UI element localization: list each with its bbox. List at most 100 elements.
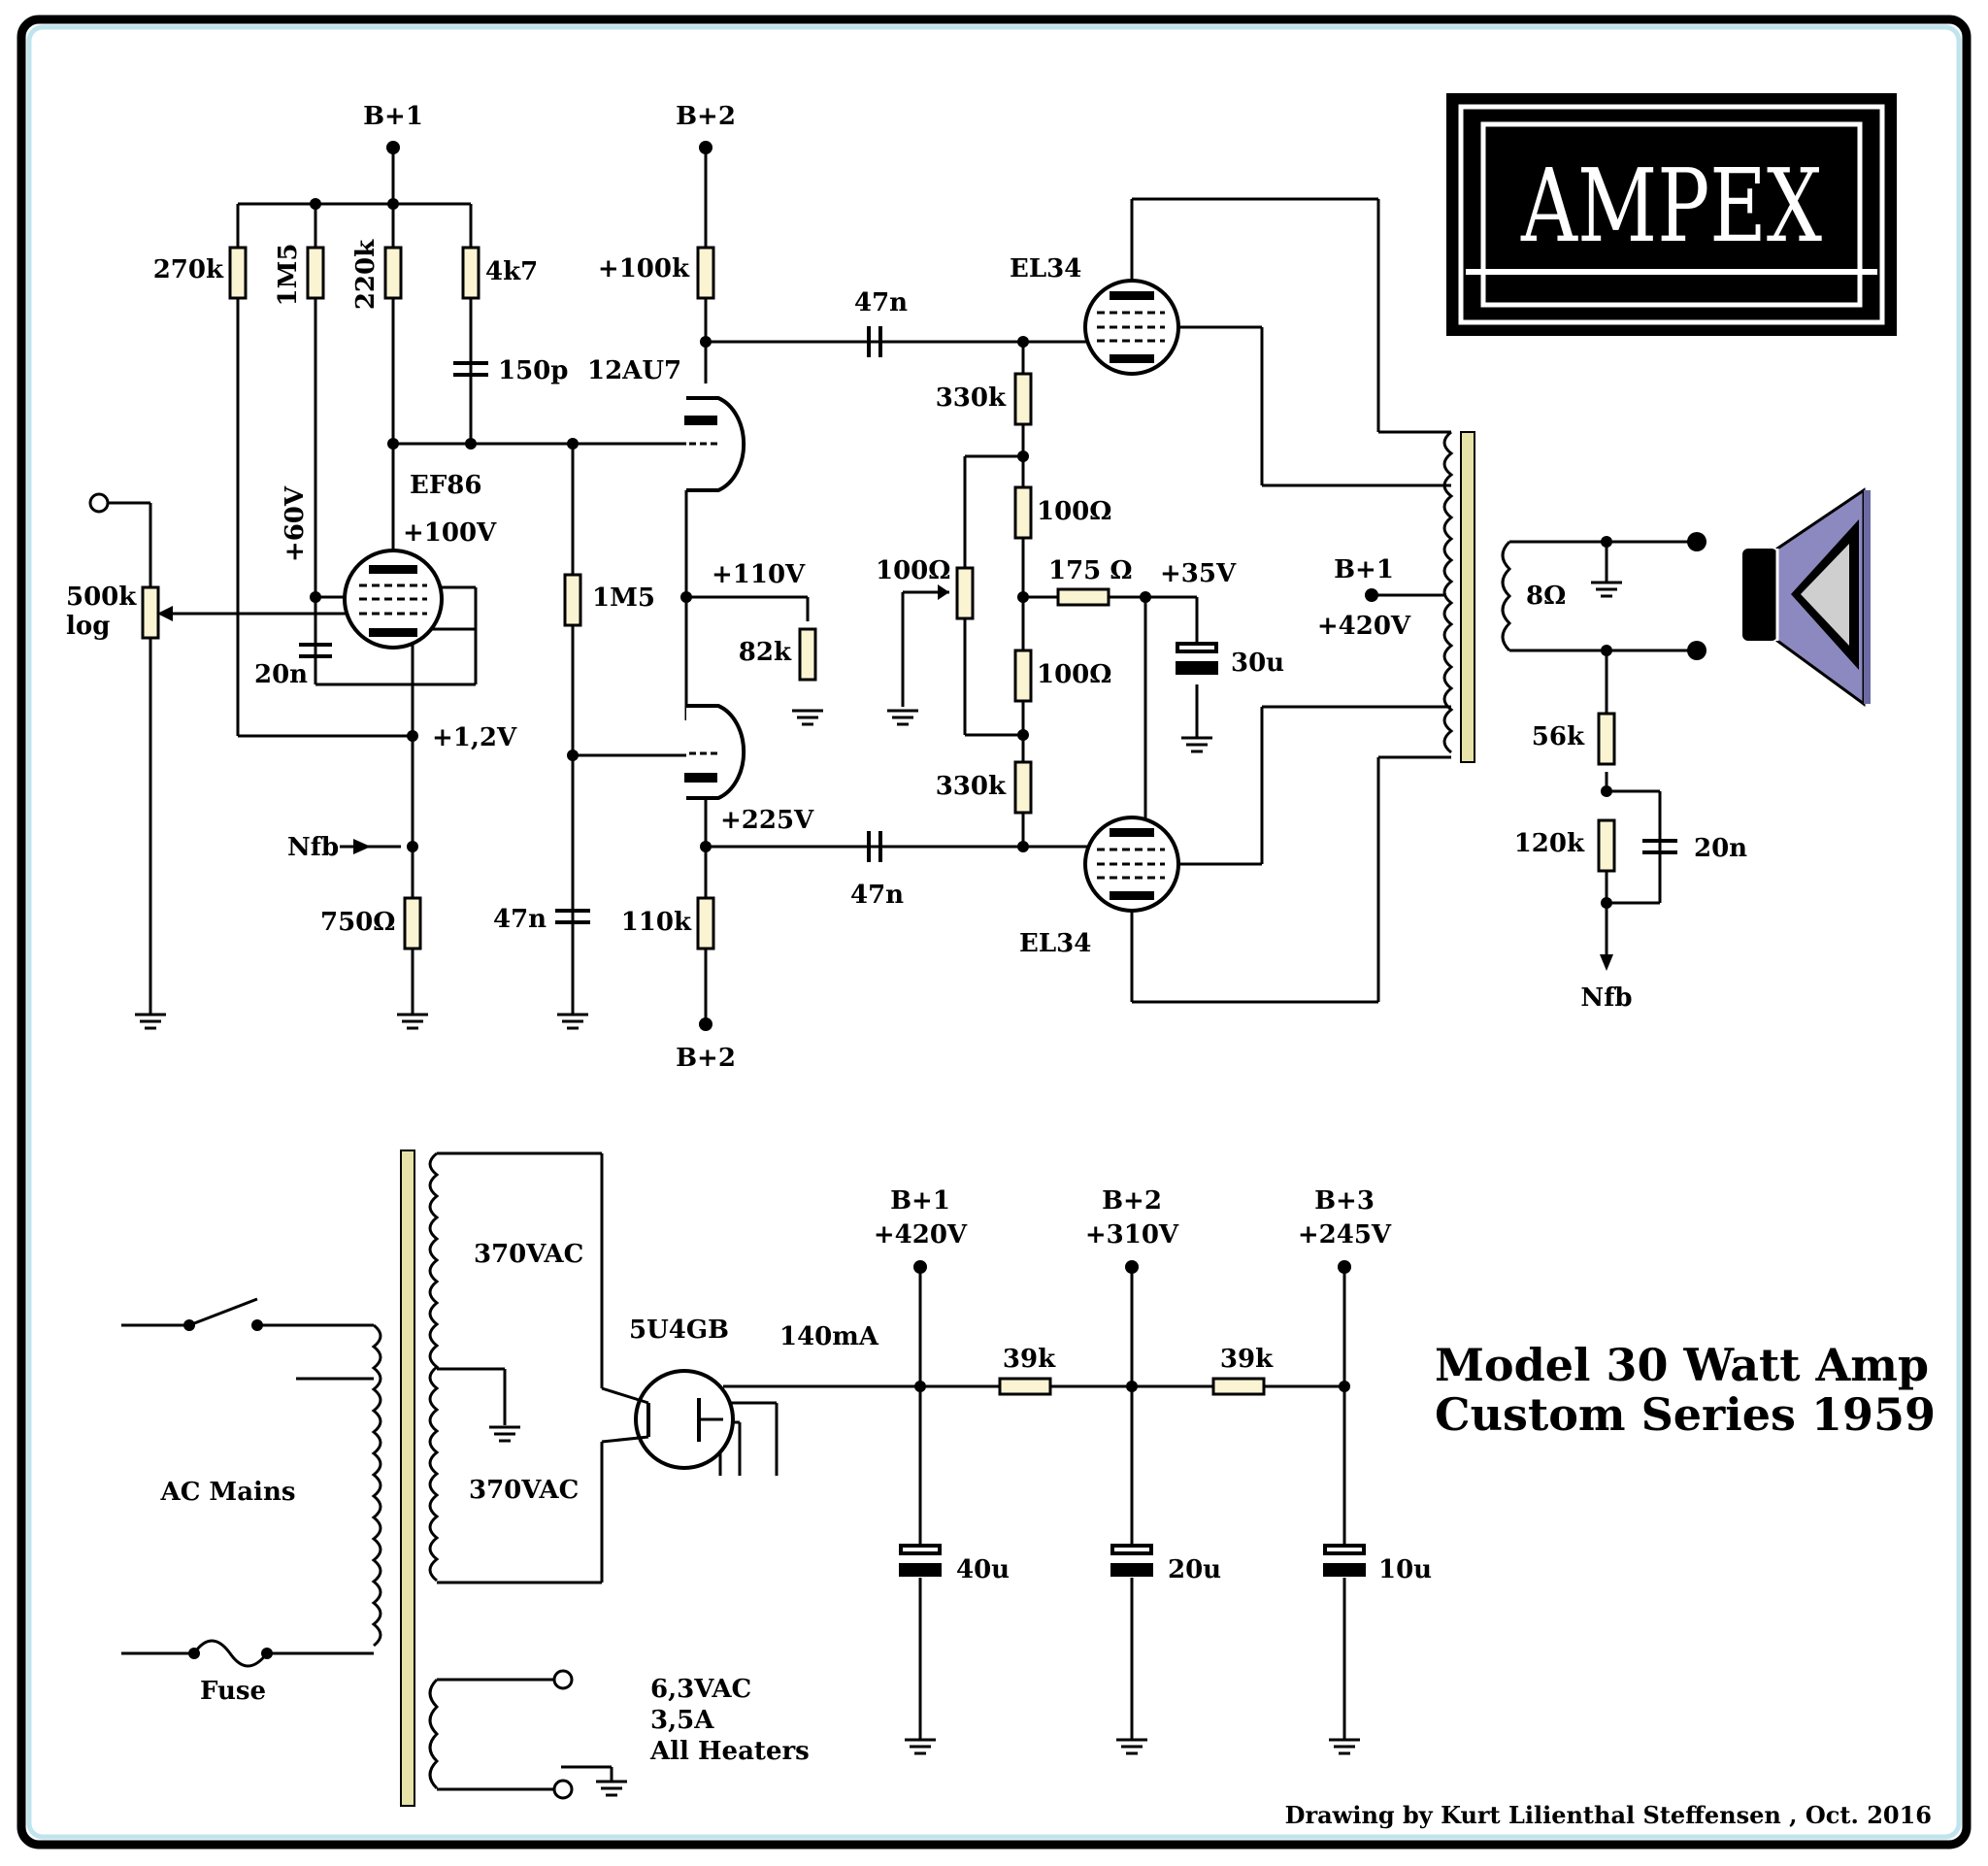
resistors <box>141 246 1616 1396</box>
label-220k: 220k <box>351 239 381 310</box>
label-370vac-a: 370VAC <box>474 1240 583 1269</box>
label-heaters-2: 3,5A <box>650 1706 714 1735</box>
label-ps-310v: +310V <box>1085 1220 1179 1250</box>
label-bp2-bottom: B+2 <box>676 1044 736 1073</box>
resistor-120k <box>1597 818 1616 873</box>
resistor-270k <box>228 246 248 300</box>
label-120k: 120k <box>1514 829 1585 858</box>
label-ps-bp3: B+3 <box>1314 1186 1375 1216</box>
label-log: log <box>66 612 110 641</box>
resistor-220k <box>383 246 403 300</box>
label-100k: +100k <box>598 254 690 283</box>
label-ef86: EF86 <box>410 471 481 500</box>
label-bp1-top: B+1 <box>363 102 423 131</box>
label-1v2: +1,2V <box>432 723 517 752</box>
junction-dots <box>183 141 1706 1659</box>
label-el34-bottom: EL34 <box>1019 929 1091 958</box>
label-10u: 10u <box>1378 1555 1432 1584</box>
label-500k: 500k <box>66 583 137 612</box>
title-block: Model 30 Watt Amp Custom Series 1959 Dra… <box>1285 1339 1936 1829</box>
label-39k-a: 39k <box>1003 1345 1056 1374</box>
label-750: 750Ω <box>320 908 395 937</box>
pot-wipers <box>157 584 1613 971</box>
resistor-330k-b <box>1013 760 1033 815</box>
label-1m5-b: 1M5 <box>592 583 655 613</box>
label-370vac-b: 370VAC <box>469 1476 579 1505</box>
label-140ma: 140mA <box>779 1322 879 1351</box>
resistor-175 <box>1056 587 1110 607</box>
label-20n-b: 20n <box>1694 834 1747 863</box>
label-fuse: Fuse <box>200 1677 266 1706</box>
resistor-330k-a <box>1013 372 1033 426</box>
resistor-100k <box>696 246 715 300</box>
capacitors <box>299 326 1677 1577</box>
resistor-39k-b <box>1211 1377 1266 1396</box>
label-30u: 30u <box>1231 649 1284 678</box>
resistor-82k <box>798 627 817 682</box>
label-330k-b: 330k <box>936 772 1007 801</box>
ground-symbols <box>135 581 1622 1797</box>
resistor-4k7 <box>461 246 480 300</box>
resistor-100-b <box>1013 649 1033 703</box>
resistor-100-a <box>1013 485 1033 540</box>
label-5u4gb: 5U4GB <box>629 1316 729 1345</box>
logo-text: AMPEX <box>1520 147 1822 265</box>
pot-500k <box>141 585 160 640</box>
label-el34-top: EL34 <box>1010 254 1081 283</box>
tube-ef86 <box>343 549 444 650</box>
terminal-circles <box>88 492 574 1800</box>
label-ps-245v: +245V <box>1298 1220 1392 1250</box>
resistor-1m5-b <box>563 573 582 627</box>
label-nfb-in: Nfb <box>287 833 339 862</box>
label-150p: 150p <box>498 356 568 385</box>
resistor-56k <box>1597 712 1616 766</box>
label-bp2-top: B+2 <box>676 102 736 131</box>
inner-frame <box>26 24 1962 1840</box>
schematic-labels: B+1 B+2 B+2 270k 1M5 220k 4k7 150p +100k… <box>66 102 1747 1766</box>
label-100v: +100V <box>403 518 497 548</box>
credit-line: Drawing by Kurt Lilienthal Steffensen , … <box>1285 1801 1932 1829</box>
title-line-1: Model 30 Watt Amp <box>1435 1339 1929 1391</box>
label-ps-420v: +420V <box>874 1220 968 1250</box>
tube-5u4gb <box>601 1369 735 1470</box>
label-ps-bp1: B+1 <box>890 1186 950 1216</box>
label-100-a: 100Ω <box>1037 497 1111 526</box>
label-8ohm: 8Ω <box>1526 582 1566 611</box>
label-20u: 20u <box>1168 1555 1221 1584</box>
label-ps-bp2: B+2 <box>1102 1186 1162 1216</box>
fuse-symbol <box>192 1639 269 1668</box>
label-82k: 82k <box>739 638 792 667</box>
title-line-2: Custom Series 1959 <box>1435 1388 1936 1441</box>
label-56k: 56k <box>1532 722 1585 751</box>
label-60v: +60V <box>281 485 310 562</box>
label-35v: +35V <box>1160 559 1237 588</box>
label-opt-bp1: B+1 <box>1334 555 1394 584</box>
label-pot100: 100Ω <box>876 556 950 585</box>
power-transformer <box>371 1150 440 1807</box>
label-175: 175 Ω <box>1048 556 1132 585</box>
label-nfb-out: Nfb <box>1580 983 1632 1013</box>
label-12au7: 12AU7 <box>587 356 681 385</box>
label-opt-420v: +420V <box>1317 612 1411 641</box>
tube-12au7-bottom <box>684 704 746 800</box>
speaker-icon <box>1742 487 1871 707</box>
label-47n-b: 47n <box>854 288 908 317</box>
label-4k7: 4k7 <box>485 257 538 286</box>
label-270k: 270k <box>153 255 224 284</box>
label-1m5-a: 1M5 <box>274 244 303 307</box>
label-heaters-3: All Heaters <box>649 1737 810 1766</box>
label-330k-a: 330k <box>936 383 1007 413</box>
resistor-1m5-a <box>306 246 325 300</box>
resistor-39k-a <box>998 1377 1052 1396</box>
output-transformer <box>1442 430 1512 763</box>
tube-el34-bottom <box>1083 816 1180 913</box>
label-110k: 110k <box>621 908 692 937</box>
pot-100 <box>955 566 975 620</box>
tube-el34-top <box>1083 279 1180 376</box>
label-39k-b: 39k <box>1220 1345 1274 1374</box>
resistor-110k <box>696 896 715 950</box>
label-110v: +110V <box>712 560 806 589</box>
label-40u: 40u <box>956 1555 1010 1584</box>
label-ac-mains: AC Mains <box>160 1478 296 1507</box>
